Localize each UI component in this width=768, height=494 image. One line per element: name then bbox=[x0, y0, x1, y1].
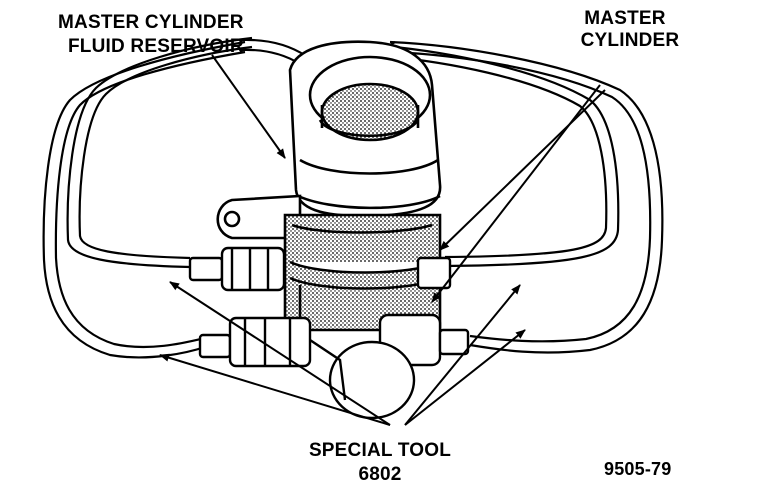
figure-number: 9505-79 bbox=[604, 459, 672, 479]
upper-tube-fittings bbox=[188, 246, 452, 292]
cylinder-label-line1: MASTER bbox=[584, 8, 666, 29]
mounting-flange bbox=[216, 194, 302, 240]
cylinder-label-line2: CYLINDER bbox=[580, 30, 680, 51]
tool-leader-2 bbox=[159, 353, 391, 426]
reservoir-label-line2: FLUID RESERVOIR bbox=[68, 36, 244, 57]
lower-tube-fittings bbox=[198, 313, 470, 420]
special-tool-label-line2: 6802 bbox=[358, 464, 402, 485]
fluid-reservoir bbox=[288, 40, 442, 218]
reservoir-label-line1: MASTER CYLINDER bbox=[58, 12, 244, 33]
master-cylinder-body bbox=[283, 213, 442, 332]
tool-leader-3 bbox=[404, 284, 521, 426]
cylinder-leader-1 bbox=[431, 84, 601, 303]
special-tool-label-line1: SPECIAL TOOL bbox=[308, 440, 452, 461]
tool-leader-1 bbox=[169, 281, 391, 426]
leader-lines bbox=[159, 54, 606, 426]
bleeder-tube-loops bbox=[42, 36, 664, 359]
reservoir-leader bbox=[211, 54, 286, 159]
tool-leader-4 bbox=[404, 329, 526, 426]
cylinder-leader-2 bbox=[439, 89, 606, 251]
